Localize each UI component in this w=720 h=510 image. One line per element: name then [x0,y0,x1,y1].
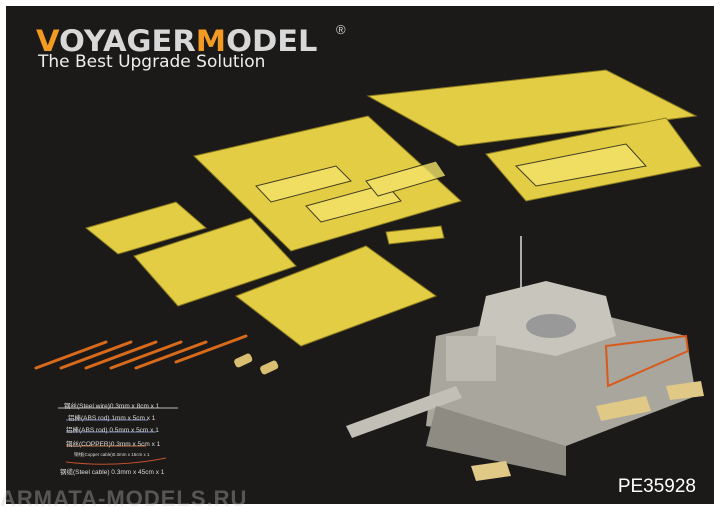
parts-list-item: 铝棒(ABS rod) 0.5mm x 5cm x 1 [66,427,159,434]
brass-rods [34,334,248,370]
registered-mark: ® [336,22,346,37]
logo-odel: ODEL [226,24,318,58]
parts-list-item: 钢丝(Steel wire)0.3mm x 8cm x 1 [64,403,160,410]
photo-etch-sheets [84,69,702,347]
tank-model [346,236,704,481]
logo-oyager: OYAGER [59,24,196,58]
brand-logo: VOYAGERMODEL [36,24,317,58]
product-code: PE35928 [617,476,696,497]
pe-sheet-top-right [366,69,698,147]
logo-m: M [195,24,227,58]
watermark: ARMATA-MODELS.RU [0,486,248,510]
logo-v: V [36,24,60,58]
parts-list-item: 铝棒(ABS rod) 1mm x 5cm x 1 [68,415,156,422]
parts-list-item: 钢缆(Steel cable) 0.3mm x 45cm x 1 [60,469,165,476]
pe-sheet-small [84,201,208,255]
brand-tagline: The Best Upgrade Solution [38,52,266,72]
parts-list-item: 铜线(Copper cable)0.3mm x 15cm x 1 [74,452,150,457]
pe-sheet-bottom [234,245,438,347]
product-photo [34,69,704,481]
parts-list-item: 铜丝(COPPER)0.3mm x 5cm x 1 [66,441,161,448]
photo-background: VOYAGERMODEL ® The Best Upgrade Solution… [6,6,714,504]
turned-parts [234,353,279,375]
pe-strip [385,225,445,245]
pe-sheet-mesh [133,217,297,307]
